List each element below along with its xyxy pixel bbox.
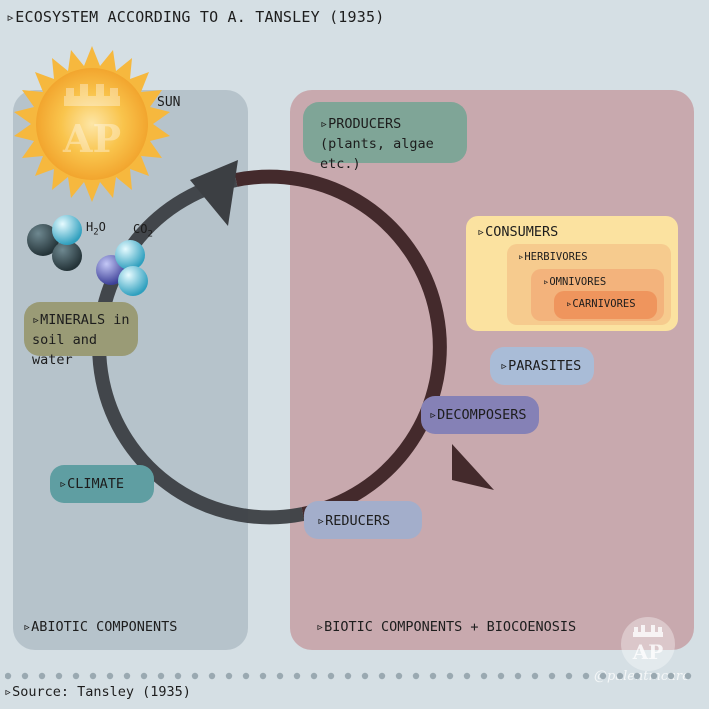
co2-molecule-icon (96, 240, 148, 296)
divider-dot (106, 672, 114, 680)
divider-dot (21, 672, 29, 680)
reducers-box: ▹REDUCERS (304, 501, 422, 539)
h2o-label: H2O (86, 220, 106, 237)
divider-dot (259, 672, 267, 680)
source-note: ▹Source: Tansley (1935) (4, 684, 191, 700)
consumers-label: ▹CONSUMERS (477, 224, 559, 240)
herbivores-label: ▹HERBIVORES (518, 251, 588, 263)
parasites-label: ▹PARASITES (500, 358, 582, 374)
divider-dot (412, 672, 420, 680)
minerals-box: ▹MINERALS in soil and water (24, 302, 138, 368)
watermark-logo-icon: AP (621, 617, 675, 671)
producers-subtitle: (plants, algae etc.) (320, 136, 434, 172)
parasites-box: ▹PARASITES (490, 347, 594, 385)
divider-dot (667, 672, 675, 680)
divider-dot (582, 672, 590, 680)
co2-label: CO2 (133, 222, 153, 239)
divider-dot (633, 672, 641, 680)
cycle-ring (234, 169, 447, 521)
reducers-label: ▹REDUCERS (317, 513, 391, 529)
page-title: ▹ECOSYSTEM ACCORDING TO A. TANSLEY (1935… (6, 8, 385, 26)
carnivores-box: ▹CARNIVORES (554, 291, 657, 319)
h2o-base: H (86, 220, 94, 234)
sun-logo-icon: AP (62, 84, 121, 161)
divider-dot (378, 672, 386, 680)
divider-dot (140, 672, 148, 680)
divider-dot (514, 672, 522, 680)
sun-label: SUN (157, 95, 181, 110)
biotic-label: ▹BIOTIC COMPONENTS + BIOCOENOSIS (316, 619, 577, 635)
divider-dot (548, 672, 556, 680)
h2o-sub: 2 (93, 227, 99, 238)
co2-sub: 2 (147, 229, 153, 240)
divider-dot (242, 672, 250, 680)
divider-dot (327, 672, 335, 680)
h2o-tail: O (98, 220, 106, 234)
sun-icon: AP (14, 46, 170, 202)
cycle-ring-left (92, 173, 305, 525)
climate-box: ▹CLIMATE (50, 465, 154, 503)
omnivores-label: ▹OMNIVORES (543, 276, 607, 288)
divider-dot (344, 672, 352, 680)
divider-dot (497, 672, 505, 680)
climate-label: ▹CLIMATE (59, 476, 125, 492)
co2-base: CO (133, 222, 148, 236)
divider-dot (38, 672, 46, 680)
divider-dot (616, 672, 624, 680)
divider-dot (225, 672, 233, 680)
divider-dot (208, 672, 216, 680)
divider-dot (531, 672, 539, 680)
h2o-molecule-icon (27, 215, 82, 271)
divider-dot (429, 672, 437, 680)
decomposers-label: ▹DECOMPOSERS (429, 407, 527, 423)
divider-dot (310, 672, 318, 680)
carnivores-label: ▹CARNIVORES (566, 298, 636, 310)
divider-dot (72, 672, 80, 680)
divider-dot (395, 672, 403, 680)
divider-dot (55, 672, 63, 680)
divider-dot (276, 672, 284, 680)
minerals-line-2: soil and water (32, 332, 98, 368)
divider-dot (684, 672, 692, 680)
dotted-divider (5, 672, 692, 680)
molecules-icon (27, 215, 148, 296)
divider-dot (5, 672, 12, 680)
decomposers-box: ▹DECOMPOSERS (421, 396, 539, 434)
arrowhead-top (190, 160, 238, 226)
producers-title: ▹PRODUCERS (320, 116, 402, 132)
divider-dot (599, 672, 607, 680)
divider-dot (463, 672, 471, 680)
svg-text:AP: AP (632, 640, 664, 664)
abiotic-label: ▹ABIOTIC COMPONENTS (23, 619, 178, 635)
divider-dot (174, 672, 182, 680)
arrowhead-bottom (452, 444, 494, 490)
divider-dot (650, 672, 658, 680)
divider-dot (293, 672, 301, 680)
svg-text:AP: AP (62, 116, 121, 161)
watermark-text: @palentmcare (594, 669, 690, 684)
divider-dot (89, 672, 97, 680)
divider-dot (565, 672, 573, 680)
divider-dot (191, 672, 199, 680)
divider-dot (123, 672, 131, 680)
divider-dot (446, 672, 454, 680)
divider-dot (480, 672, 488, 680)
divider-dot (157, 672, 165, 680)
minerals-line-1: ▹MINERALS in (32, 312, 130, 328)
producers-box: ▹PRODUCERS (plants, algae etc.) (303, 102, 467, 172)
divider-dot (361, 672, 369, 680)
